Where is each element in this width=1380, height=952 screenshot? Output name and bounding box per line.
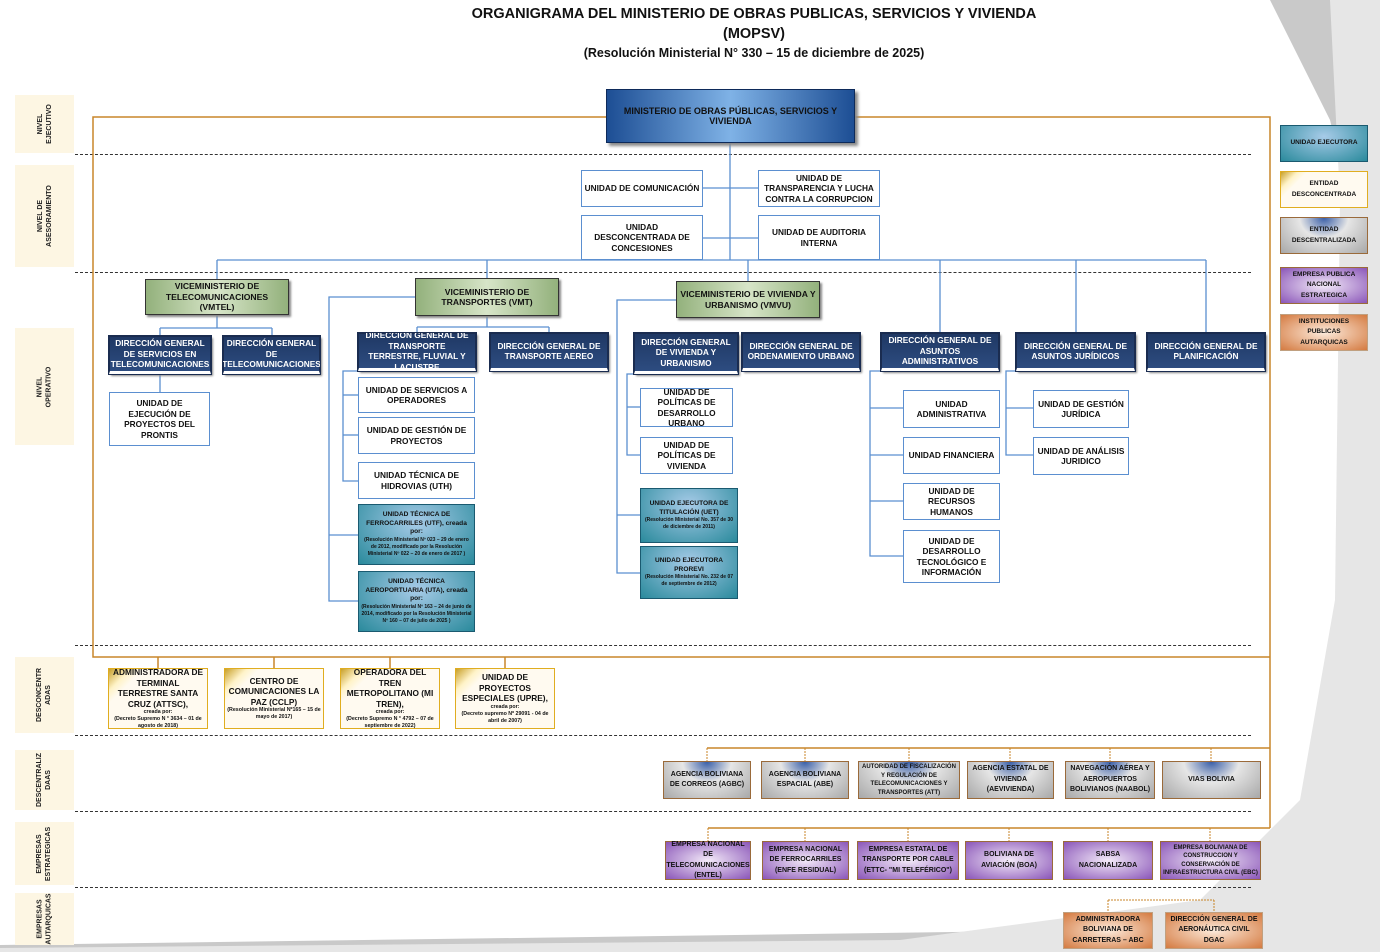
divider [75, 154, 1251, 155]
strategic-enterprise[interactable]: SABSA NACIONALIZADA [1063, 841, 1153, 880]
resolution-note: (Resolución Ministerial N° 330 – 15 de d… [583, 46, 925, 60]
vice-ministry-vmvu[interactable]: VICEMINISTERIO DE VIVIENDA Y URBANISMO (… [676, 281, 820, 318]
general-direction[interactable]: DIRECCIÓN GENERAL DE TRANSPORTE TERRESTR… [357, 330, 477, 372]
chart-title: ORGANIGRAMA DEL MINISTERIO DE OBRAS PUBL… [471, 6, 1037, 22]
unit-note: (Resolución Ministerial No. 357 de 30 de… [644, 517, 734, 530]
descentralizada-entity[interactable]: AGENCIA BOLIVIANA ESPACIAL (ABE) [761, 761, 849, 799]
general-direction[interactable]: DIRECCIÓN GENERAL DE PLANIFICACIÓN [1146, 332, 1266, 372]
unit-box[interactable]: UNIDAD DE RECURSOS HUMANOS [903, 483, 1000, 520]
desconcentrada-entity[interactable]: UNIDAD DE PROYECTOS ESPECIALES (UPRE),cr… [455, 668, 555, 729]
executing-unit-uet[interactable]: UNIDAD EJECUTORA DE TITULACIÓN (UET)(Res… [640, 488, 738, 543]
descentralizada-entity[interactable]: AUTORIDAD DE FISCALIZACIÓN Y REGULACIÓN … [858, 761, 960, 799]
level-label: NIVEL DE ASESORAMIENTO [15, 165, 74, 267]
divider [75, 887, 1251, 888]
descentralizada-entity[interactable]: NAVEGACIÓN AÉREA Y AEROPUERTOS BOLIVIANO… [1065, 761, 1155, 799]
desconcentrada-entity[interactable]: ADMINISTRADORA DE TERMINAL TERRESTRE SAN… [108, 667, 208, 729]
executing-unit-utf[interactable]: UNIDAD TÉCNICA DE FERROCARRILES (UTF), c… [358, 504, 475, 565]
unit-name: UNIDAD TÉCNICA AEROPORTUARIA (UTA), crea… [365, 578, 468, 603]
unit-box[interactable]: UNIDAD DE SERVICIOS A OPERADORES [358, 377, 475, 413]
unit-box[interactable]: UNIDAD ADMINISTRATIVA [903, 390, 1000, 428]
entity-created-by: creada por: [490, 703, 520, 710]
legend-desconcentrada: ENTIDAD DESCONCENTRADA [1280, 171, 1368, 208]
level-label: NIVEL EJECUTIVO [15, 95, 74, 153]
advisory-unit[interactable]: UNIDAD DE AUDITORIA INTERNA [758, 215, 880, 260]
descentralizada-entity[interactable]: AGENCIA BOLIVIANA DE CORREOS (AGBC) [663, 761, 751, 799]
divider [75, 811, 1251, 812]
strategic-enterprise[interactable]: BOLIVIANA DE AVIACIÓN (BOA) [965, 841, 1053, 880]
unit-note: (Resolución Ministerial Nº 023 – 29 de e… [364, 536, 469, 557]
general-direction[interactable]: DIRECCIÓN GENERAL DE VIVIENDA Y URBANISM… [633, 332, 739, 375]
unit-box[interactable]: UNIDAD DE GESTIÓN DE PROYECTOS [358, 417, 475, 454]
chart-subtitle: (MOPSV) [722, 26, 786, 42]
unit-box[interactable]: UNIDAD DE ANÁLISIS JURIDICO [1033, 437, 1129, 475]
strategic-enterprise[interactable]: EMPRESA ESTATAL DE TRANSPORTE POR CABLE … [857, 841, 959, 880]
level-label: EMPRESAS AUTARQUICAS [15, 893, 74, 945]
executing-unit-prorevi[interactable]: UNIDAD EJECUTORA PROREVI(Resolución Mini… [640, 546, 738, 599]
strategic-enterprise[interactable]: EMPRESA BOLIVIANA DE CONSTRUCCION Y CONS… [1160, 841, 1261, 880]
unit-box[interactable]: UNIDAD DE GESTIÓN JURÍDICA [1033, 390, 1129, 428]
entity-note: (Decreto supremo Nº 29091 - 04 de abril … [461, 710, 549, 724]
entity-name: OPERADORA DEL TREN METROPOLITANO (MI TRE… [346, 667, 434, 709]
general-direction[interactable]: DIRECCIÓN GENERAL DE ASUNTOS ADMINISTRAT… [880, 332, 1000, 372]
entity-name: CENTRO DE COMUNICACIONES LA PAZ (CCLP) [228, 675, 320, 707]
autarchic-institution[interactable]: DIRECCIÓN GENERAL DE AERONÁUTICA CIVIL D… [1165, 912, 1263, 949]
unit-box[interactable]: UNIDAD DE EJECUCIÓN DE PROYECTOS DEL PRO… [109, 392, 210, 446]
level-label: DESCONCENTR ADAS [15, 657, 74, 733]
desconcentrada-entity[interactable]: OPERADORA DEL TREN METROPOLITANO (MI TRE… [340, 667, 440, 729]
entity-note: (Resolución Ministerial Nº165 – 15 de ma… [227, 707, 321, 721]
desconcentrada-entity[interactable]: CENTRO DE COMUNICACIONES LA PAZ (CCLP)(R… [224, 668, 324, 729]
level-label: NIVEL OPERATIVO [15, 328, 74, 445]
vice-ministry-vmtel[interactable]: VICEMINISTERIO DE TELECOMUNICACIONES (VM… [145, 279, 289, 315]
divider [75, 735, 1251, 736]
unit-box[interactable]: UNIDAD FINANCIERA [903, 437, 1000, 474]
entity-name: UNIDAD DE PROYECTOS ESPECIALES (UPRE), [462, 672, 548, 704]
ministry-box[interactable]: MINISTERIO DE OBRAS PÚBLICAS, SERVICIOS … [606, 89, 855, 143]
legend-autarchic-institution: INSTITUCIONES PUBLICAS AUTARQUICAS [1280, 314, 1368, 351]
unit-box[interactable]: UNIDAD TÉCNICA DE HIDROVIAS (UTH) [358, 462, 475, 499]
advisory-unit[interactable]: UNIDAD DE TRANSPARENCIA Y LUCHA CONTRA L… [758, 170, 880, 207]
unit-note: (Resolución Ministerial No. 232 de 07 de… [644, 574, 734, 587]
entity-note: (Decreto Supremo N ° 3634 – 01 de agosto… [114, 716, 202, 729]
descentralizada-entity[interactable]: VIAS BOLIVIA [1162, 761, 1261, 799]
unit-note: (Resolución Ministerial Nº 163 – 24 de j… [361, 603, 472, 624]
vice-ministry-vmt[interactable]: VICEMINISTERIO DE TRANSPORTES (VMT) [415, 278, 559, 316]
advisory-unit[interactable]: UNIDAD DESCONCENTRADA DE CONCESIONES [581, 215, 703, 260]
divider [75, 272, 1251, 273]
entity-created-by: creada por: [143, 709, 173, 715]
entity-created-by: creada por: [375, 709, 405, 715]
general-direction[interactable]: DIRECCIÓN GENERAL DE TELECOMUNICACIONES [222, 335, 321, 375]
divider [75, 645, 1251, 646]
legend-descentralizada: ENTIDAD DESCENTRALIZADA [1280, 217, 1368, 254]
unit-box[interactable]: UNIDAD DE POLÍTICAS DE DESARROLLO URBANO [640, 387, 733, 428]
level-label: EMPRESAS ESTRATEGICAS [15, 822, 74, 885]
legend-strategic-enterprise: EMPRESA PUBLICA NACIONAL ESTRATEGICA [1280, 267, 1368, 304]
entity-name: ADMINISTRADORA DE TERMINAL TERRESTRE SAN… [112, 667, 204, 709]
general-direction[interactable]: DIRECCIÓN GENERAL DE ORDENAMIENTO URBANO [741, 332, 861, 372]
autarchic-institution[interactable]: ADMINISTRADORA BOLIVIANA DE CARRETERAS –… [1063, 912, 1153, 949]
entity-note: (Decreto Supremo N ° 4792 – 07 de septie… [346, 716, 434, 729]
unit-box[interactable]: UNIDAD DE POLÍTICAS DE VIVIENDA [640, 437, 733, 474]
unit-box[interactable]: UNIDAD DE DESARROLLO TECNOLÓGICO E INFOR… [903, 530, 1000, 583]
executing-unit-uta[interactable]: UNIDAD TÉCNICA AEROPORTUARIA (UTA), crea… [358, 571, 475, 632]
descentralizada-entity[interactable]: AGENCIA ESTATAL DE VIVIENDA (AEVIVIENDA) [967, 761, 1054, 799]
unit-name: UNIDAD EJECUTORA DE TITULACIÓN (UET) [649, 500, 729, 516]
general-direction[interactable]: DIRECCIÓN GENERAL DE SERVICIOS EN TELECO… [108, 335, 212, 375]
strategic-enterprise[interactable]: EMPRESA NACIONAL DE FERROCARRILES (ENFE … [762, 841, 849, 880]
advisory-unit[interactable]: UNIDAD DE COMUNICACIÓN [581, 170, 703, 207]
general-direction[interactable]: DIRECCIÓN GENERAL DE TRANSPORTE AEREO [489, 332, 609, 372]
unit-name: UNIDAD TÉCNICA DE FERROCARRILES (UTF), c… [366, 511, 467, 536]
legend-executing-unit: UNIDAD EJECUTORA [1280, 125, 1368, 162]
strategic-enterprise[interactable]: EMPRESA NACIONAL DE TELECOMUNICACIONES (… [665, 840, 751, 880]
unit-name: UNIDAD EJECUTORA PROREVI [654, 557, 724, 573]
general-direction[interactable]: DIRECCIÓN GENERAL DE ASUNTOS JURÍDICOS [1015, 332, 1136, 372]
level-label: DESCENTRALIZ DAAS [15, 750, 74, 810]
